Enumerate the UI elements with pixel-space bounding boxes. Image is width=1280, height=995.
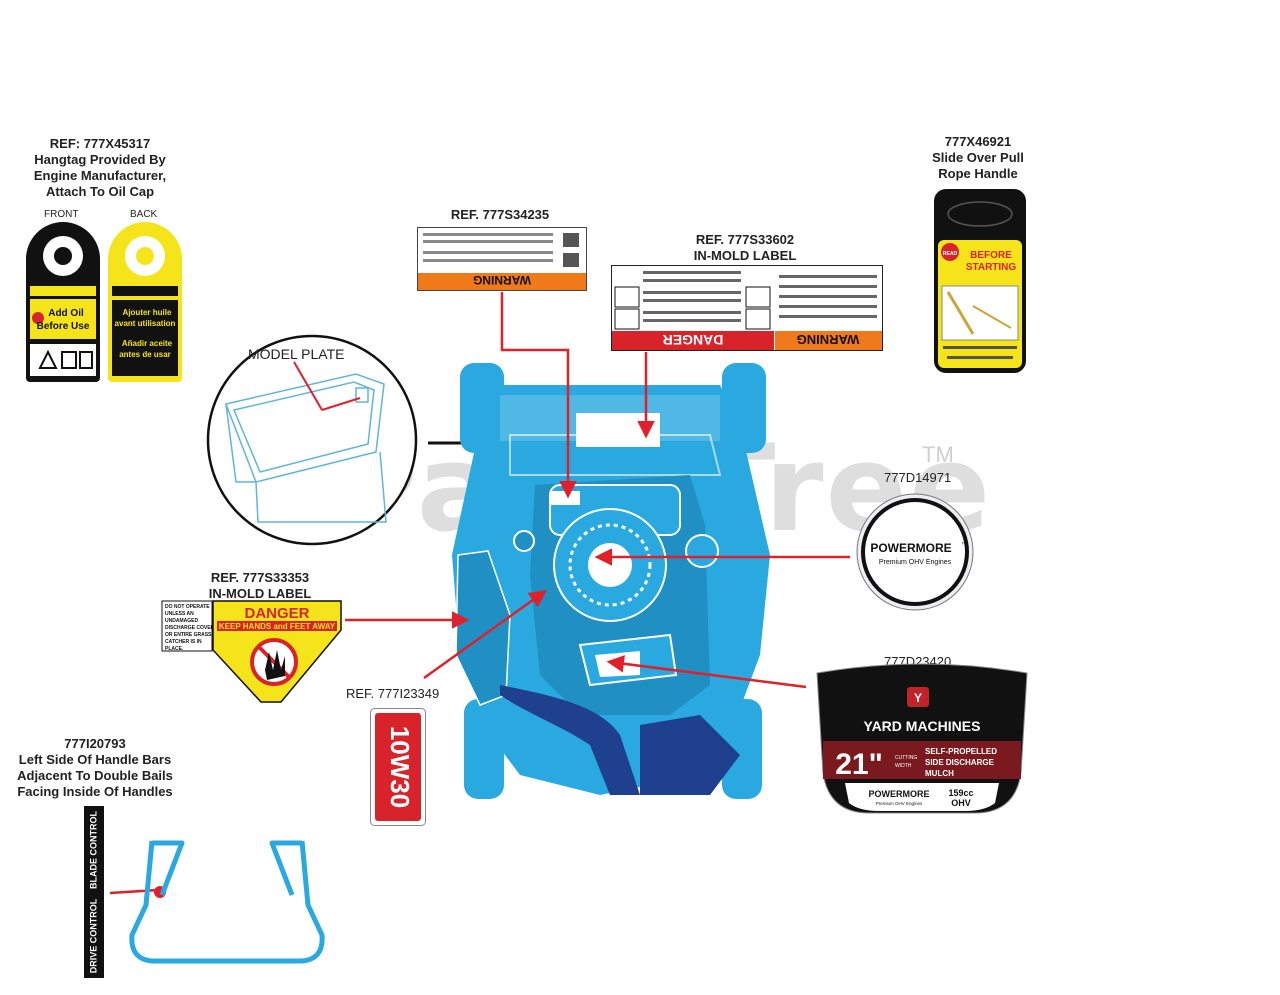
hangtag-caption: REF: 777X45317 Hangtag Provided By Engin… bbox=[33, 136, 167, 199]
ref-33353-caption: REF. 777S33353 IN-MOLD LABEL bbox=[208, 570, 312, 601]
powermore-decal: POWERMORE ™ Premium OHV Engines bbox=[856, 493, 974, 611]
feature-3: MULCH bbox=[925, 769, 954, 778]
feature-1: SELF-PROPELLED bbox=[925, 747, 997, 756]
ref-20793-caption: 777I20793 Left Side Of Handle Bars Adjac… bbox=[17, 736, 173, 799]
hangtag-front: Add Oil Before Use bbox=[26, 222, 100, 382]
oil-decal-10w30: 10W30 bbox=[370, 708, 426, 826]
powermore-sub: Premium OHV Engines bbox=[879, 559, 952, 566]
powermore-brand: POWERMORE bbox=[870, 541, 951, 555]
drive-control-text: DRIVE CONTROL bbox=[88, 898, 98, 973]
arrow-34235 bbox=[500, 292, 577, 499]
engine-ohv: OHV bbox=[951, 798, 971, 808]
arrow-20793 bbox=[109, 888, 159, 895]
blade-drive-strip: BLADE CONTROL DRIVE CONTROL bbox=[84, 806, 104, 978]
cutting-label-1: CUTTING bbox=[895, 755, 917, 761]
hangtag-back-text-1: Ajouter huile bbox=[123, 308, 172, 317]
hangtag-back-label: BACK bbox=[130, 209, 158, 220]
hangtag-back-text-4: antes de usar bbox=[119, 350, 171, 359]
ref-14971-caption: 777D14971 bbox=[884, 470, 952, 485]
danger-text: DANGER bbox=[244, 605, 309, 622]
side-text-3: UNDAMAGED bbox=[165, 618, 198, 624]
hangtag-front-text-1: Add Oil bbox=[48, 308, 84, 319]
yard-machines-brand: YARD MACHINES bbox=[864, 718, 981, 734]
danger-signal: DANGER bbox=[663, 332, 724, 348]
watermark-trademark: TM bbox=[922, 442, 954, 467]
mower-body bbox=[452, 363, 770, 799]
engine-cc: 159cc bbox=[948, 788, 973, 798]
arrow-23349 bbox=[423, 589, 547, 680]
hangtag-back-text-3: Añadir aceite bbox=[122, 339, 173, 348]
oil-grade-text: 10W30 bbox=[385, 726, 415, 808]
mower-diagram bbox=[452, 363, 770, 799]
arrow-23420 bbox=[606, 655, 807, 689]
pull-rope-tag: READ BEFORE STARTING bbox=[934, 189, 1026, 373]
keep-hands-text: KEEP HANDS and FEET AWAY bbox=[219, 622, 336, 631]
ref-46921-caption: 777X46921 Slide Over Pull Rope Handle bbox=[932, 134, 1024, 181]
warning-label-34235: WARNING bbox=[417, 227, 587, 291]
side-text-1: DO NOT OPERATE bbox=[165, 604, 210, 610]
feature-2: SIDE DISCHARGE bbox=[925, 758, 995, 767]
engine-sub: Premium OHV Engines bbox=[876, 801, 923, 806]
before-text: BEFORE bbox=[970, 250, 1012, 261]
model-plate-label: MODEL PLATE bbox=[248, 346, 345, 362]
danger-label-33353: DO NOT OPERATE UNLESS AN UNDAMAGED DISCH… bbox=[161, 600, 342, 703]
side-text-5: OR ENTIRE GRASS bbox=[165, 632, 212, 638]
cutting-width-value: 21" bbox=[835, 748, 883, 781]
blade-control-text: BLADE CONTROL bbox=[88, 811, 98, 889]
handle-bars-diagram bbox=[129, 840, 325, 964]
hangtag-back-text-2: avant utilisation bbox=[115, 319, 176, 328]
side-text-4: DISCHARGE COVER bbox=[165, 625, 215, 631]
hangtag-front-text-2: Before Use bbox=[37, 321, 90, 332]
svg-text:Y: Y bbox=[914, 691, 922, 705]
hangtag-back: Ajouter huile avant utilisation Añadir a… bbox=[108, 222, 182, 382]
warning-signal: WARNING bbox=[797, 332, 860, 347]
powermore-tm: ™ bbox=[961, 541, 967, 548]
ref-23349-caption: REF. 777I23349 bbox=[346, 686, 440, 701]
hangtag-front-label: FRONT bbox=[44, 209, 79, 220]
ref-34235-caption: REF. 777S34235 bbox=[450, 207, 550, 222]
cutting-label-2: WIDTH bbox=[895, 763, 912, 769]
danger-warning-label-33602: DANGER WARNING bbox=[611, 265, 883, 351]
warning-label-34235-signal: WARNING bbox=[473, 273, 531, 287]
side-text-2: UNLESS AN bbox=[165, 611, 194, 617]
engine-brand: POWERMORE bbox=[868, 789, 929, 799]
yard-machines-decal: Y YARD MACHINES 21" CUTTING WIDTH SELF-P… bbox=[816, 663, 1028, 814]
starting-text: STARTING bbox=[966, 262, 1017, 273]
ref-33602-caption: REF. 777S33602 IN-MOLD LABEL bbox=[693, 232, 797, 263]
side-text-7: PLACE. bbox=[165, 646, 184, 652]
read-badge: READ bbox=[943, 251, 958, 257]
side-text-6: CATCHER IS IN bbox=[165, 639, 202, 645]
